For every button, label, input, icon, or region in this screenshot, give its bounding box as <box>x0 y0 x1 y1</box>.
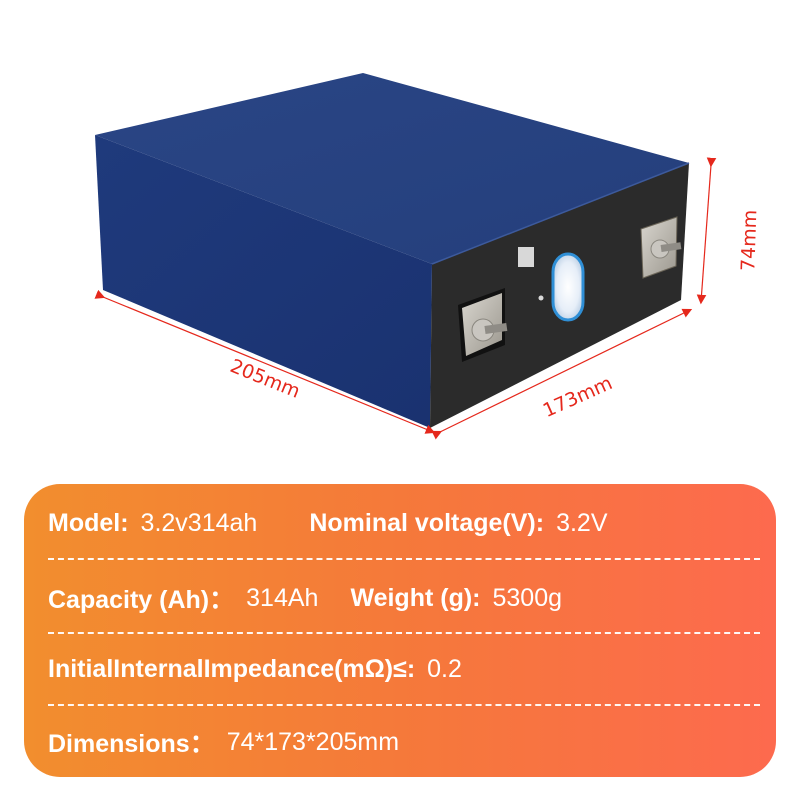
dashed-divider <box>48 704 760 706</box>
impedance-value: 0.2 <box>427 654 462 683</box>
qr-code-label <box>518 247 534 267</box>
weight-label: Weight (g): <box>350 583 481 612</box>
spec-row-capacity-weight: Capacity (Ah)： 314Ah Weight (g): 5300g <box>48 561 760 635</box>
model-value: 3.2v314ah <box>140 508 258 537</box>
terminal-positive <box>640 216 682 279</box>
battery-product-image: 205mm 173mm 74mm <box>94 73 761 440</box>
dimension-height: 74mm <box>696 157 761 305</box>
dimensions-value: 74*173*205mm <box>226 727 400 756</box>
weight-value: 5300g <box>492 583 563 612</box>
dimensions-label: Dimensions： <box>48 730 215 758</box>
capacity-value: 314Ah <box>246 583 319 612</box>
svg-text:173mm: 173mm <box>540 372 616 422</box>
spec-row-dimensions: Dimensions： 74*173*205mm <box>48 705 760 779</box>
battery-top-face <box>95 73 689 264</box>
safety-vent <box>551 252 585 322</box>
dashed-divider <box>48 558 760 560</box>
nominal-voltage-value: 3.2V <box>556 508 608 537</box>
spec-row-impedance: InitialInternalImpedance(mΩ)≤: 0.2 <box>48 632 760 706</box>
capacity-label: Capacity (Ah)： <box>48 586 235 614</box>
spec-row-model-voltage: Model: 3.2v314ah Nominal voltage(V): 3.2… <box>48 486 760 560</box>
model-label: Model: <box>48 508 129 537</box>
svg-text:74mm: 74mm <box>737 209 761 271</box>
spec-card: Model: 3.2v314ah Nominal voltage(V): 3.2… <box>24 484 776 777</box>
nominal-voltage-label: Nominal voltage(V): <box>309 508 545 537</box>
impedance-label: InitialInternalImpedance(mΩ)≤: <box>48 654 416 683</box>
dashed-divider <box>48 632 760 634</box>
